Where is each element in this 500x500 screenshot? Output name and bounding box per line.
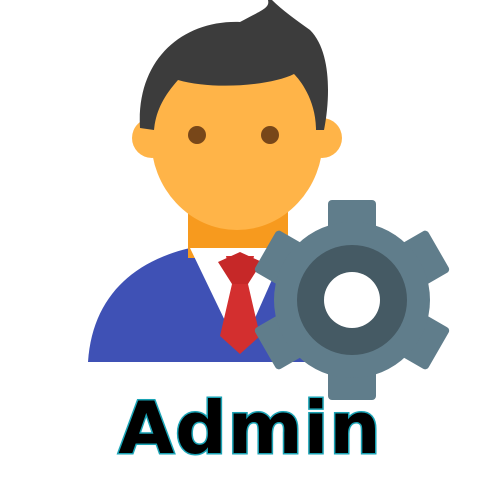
settings-gear-icon	[254, 200, 450, 400]
admin-label: Admin	[117, 385, 382, 472]
gear-hole	[324, 272, 380, 328]
right-eye	[261, 126, 279, 144]
hair	[139, 0, 329, 130]
tie	[220, 256, 260, 354]
left-eye	[188, 126, 206, 144]
face	[151, 46, 323, 230]
tie-knot	[218, 252, 262, 284]
